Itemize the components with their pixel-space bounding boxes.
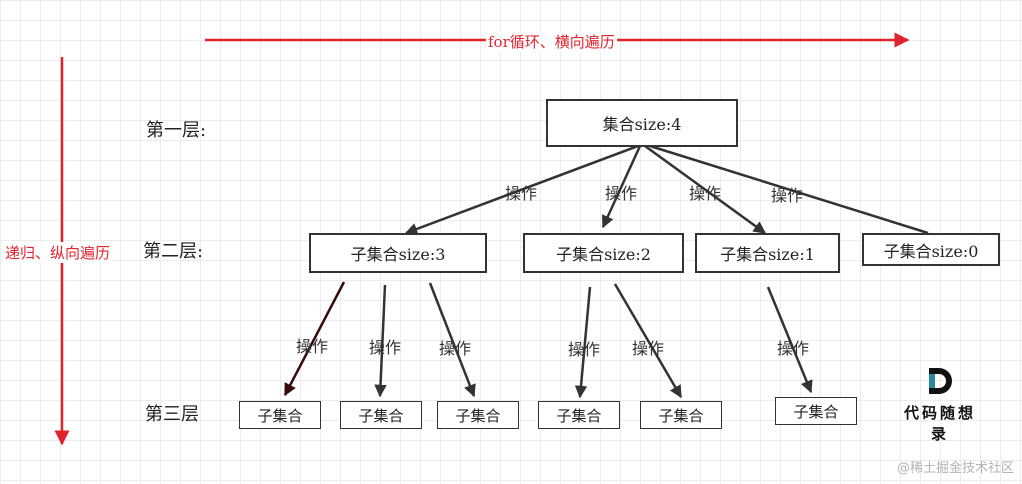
level3-node-1: 子集合: [239, 401, 321, 429]
edge-size1-to-child6: [766, 286, 813, 394]
vertical-traversal-label: 递归、纵向遍历: [3, 242, 113, 263]
level2-node-size2: 子集合size:2: [523, 233, 684, 273]
op-label-10: 操作: [777, 339, 810, 358]
op-label-3: 操作: [689, 184, 722, 203]
horizontal-traversal-label: for循环、横向遍历: [486, 31, 617, 52]
op-label-8: 操作: [568, 340, 601, 359]
level-1-label: 第一层:: [146, 120, 207, 141]
level2-node-size3: 子集合size:3: [309, 233, 487, 273]
edge-size3-to-child2: [374, 284, 387, 398]
edge-root-to-size1: [644, 144, 767, 235]
level3-node-5: 子集合: [640, 401, 722, 429]
op-label-1: 操作: [505, 184, 538, 203]
op-label-5: 操作: [296, 337, 329, 356]
level-3-label: 第三层: [145, 404, 199, 425]
edge-root-to-size2: [601, 145, 642, 229]
op-label-7: 操作: [439, 339, 472, 358]
edge-size3-to-child3: [428, 282, 476, 398]
op-label-4: 操作: [771, 186, 804, 205]
op-label-2: 操作: [605, 184, 638, 203]
level2-node-size0: 子集合size:0: [862, 233, 1000, 266]
logo-text: 代码随想录: [903, 404, 976, 443]
level3-node-4: 子集合: [538, 401, 620, 429]
level-2-label: 第二层:: [143, 241, 204, 262]
edge-size2-to-child4: [574, 286, 592, 399]
edge-size3-to-child1: [283, 281, 346, 397]
root-node: 集合size:4: [546, 99, 738, 147]
op-label-6: 操作: [369, 338, 402, 357]
logo-d-icon: [929, 368, 952, 394]
level3-node-3: 子集合: [437, 401, 519, 429]
level3-node-2: 子集合: [340, 401, 422, 429]
edge-root-to-size3: [404, 144, 639, 235]
edge-root-to-size0: [649, 144, 929, 235]
level2-node-size1: 子集合size:1: [695, 233, 840, 273]
watermark: @稀土掘金技术社区: [896, 461, 1014, 476]
level3-node-6: 子集合: [775, 397, 857, 425]
logo: 代码随想录: [900, 366, 980, 444]
op-label-9: 操作: [632, 339, 665, 358]
edge-size2-to-child5: [613, 283, 683, 399]
